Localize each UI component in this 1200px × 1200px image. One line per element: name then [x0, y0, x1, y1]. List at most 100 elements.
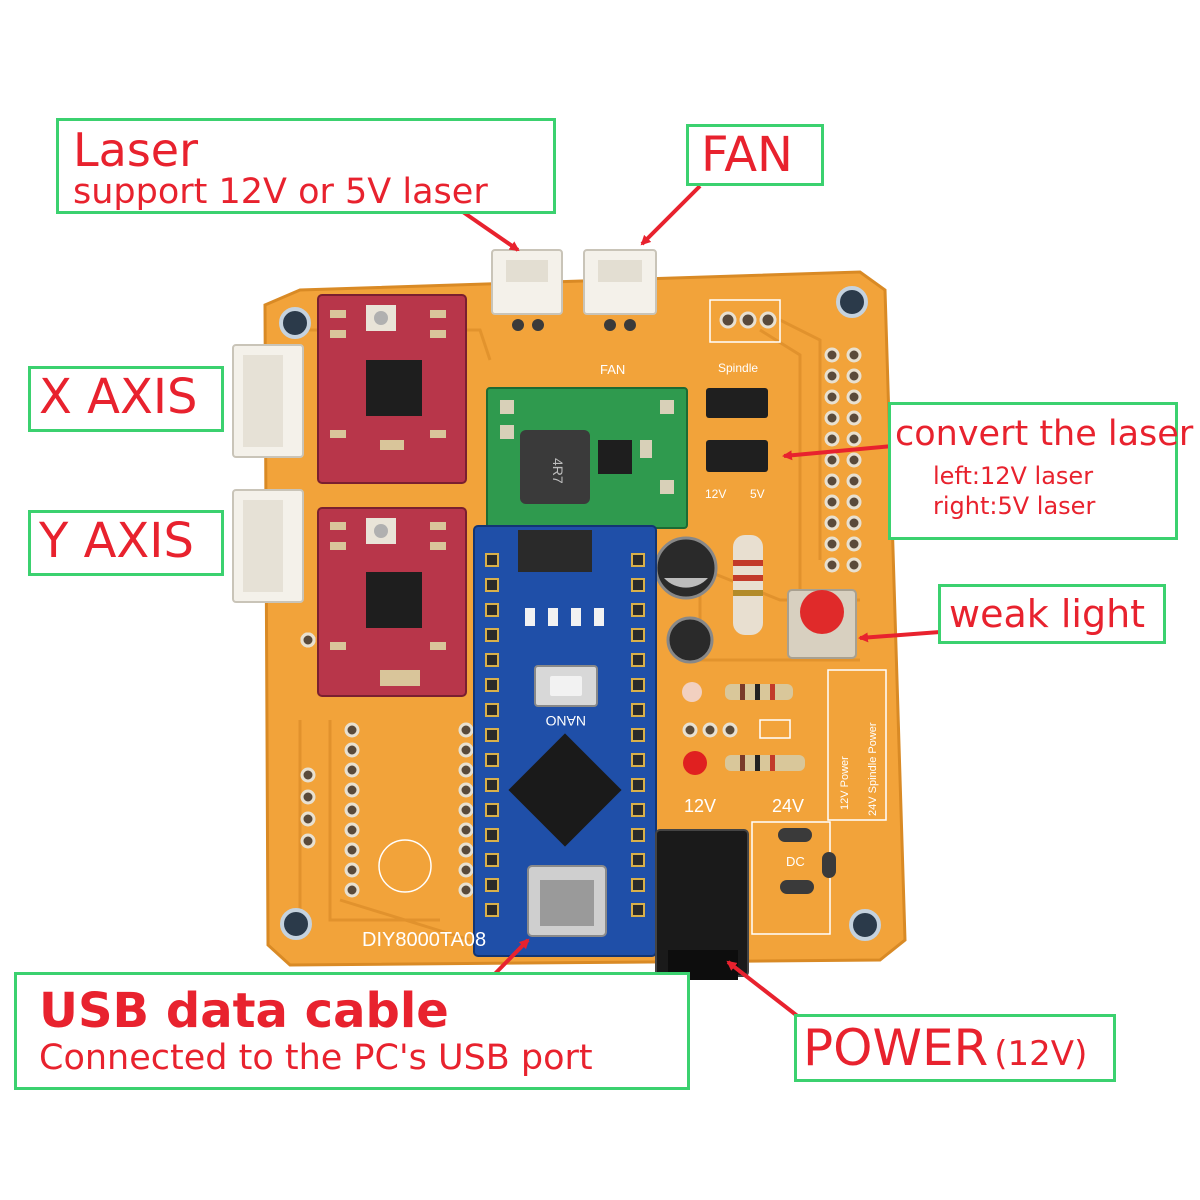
nano-pin: [485, 728, 499, 742]
nano-pin: [631, 628, 645, 642]
header-pin: [846, 452, 862, 468]
nano-pin: [631, 603, 645, 617]
fan-title: FAN: [701, 127, 793, 183]
mounting-hole: [849, 909, 881, 941]
power-callout: POWER(12V): [794, 1014, 1116, 1082]
buck-converter-module: 4R7: [486, 387, 688, 529]
spindle-silkscreen: Spindle: [718, 361, 758, 375]
power-title: POWER: [803, 1019, 989, 1077]
dc-power-jack: 12V 24V DC: [655, 796, 836, 980]
jack-12v-silkscreen: 12V: [684, 796, 716, 816]
usb-subtitle: Connected to the PC's USB port: [39, 1038, 593, 1078]
header-pin: [300, 833, 316, 849]
nano-pin: [631, 828, 645, 842]
header-pin: [458, 862, 474, 878]
weak-light-title: weak light: [949, 592, 1146, 636]
laser-subtitle: support 12V or 5V laser: [73, 172, 488, 212]
header-pin: [344, 862, 360, 878]
header-pin: [344, 802, 360, 818]
nano-pin: [631, 903, 645, 917]
header-pin: [300, 811, 316, 827]
header-pin: [824, 347, 840, 363]
convert-title: convert the laser: [895, 414, 1194, 454]
nano-pin: [631, 653, 645, 667]
header-pin: [458, 882, 474, 898]
header-pin: [824, 536, 840, 552]
nano-pin: [485, 878, 499, 892]
header-pin: [824, 494, 840, 510]
usb-title: USB data cable: [39, 983, 449, 1039]
header-pin: [846, 368, 862, 384]
board-name-silkscreen: DIY8000TA08: [362, 929, 486, 951]
header-pin: [458, 822, 474, 838]
header-pin: [846, 536, 862, 552]
nano-pin: [485, 628, 499, 642]
nano-pin: [485, 778, 499, 792]
power-arrow: [726, 960, 802, 1020]
mounting-hole: [836, 286, 868, 318]
nano-pin: [485, 828, 499, 842]
header-pin: [458, 742, 474, 758]
nano-pin: [631, 878, 645, 892]
weak-light-button: [787, 589, 857, 659]
power-resistor: [733, 535, 763, 635]
arduino-nano-board: NANO: [473, 525, 657, 957]
power-silkscreen: 12V Power 24V Spindle Power: [827, 669, 887, 821]
nano-pin: [631, 853, 645, 867]
weak-light-callout: weak light: [938, 584, 1166, 644]
nano-pin: [485, 903, 499, 917]
laser-title: Laser: [73, 123, 198, 177]
convert-arrow: [782, 444, 894, 461]
dc-silkscreen: DC: [786, 854, 805, 869]
nano-pin-rows: [485, 553, 645, 917]
nano-pin: [485, 853, 499, 867]
power-suffix: (12V): [994, 1034, 1088, 1074]
laser-callout: Laser support 12V or 5V laser: [56, 118, 556, 214]
laser-vcc-12v: 12V: [705, 487, 726, 501]
nano-pin: [485, 678, 499, 692]
nano-pin: [631, 703, 645, 717]
nano-pin: [485, 578, 499, 592]
fan-connector: [583, 249, 657, 331]
x-axis-connector: [232, 344, 304, 458]
header-pin: [824, 557, 840, 573]
electrolytic-capacitor: [666, 616, 714, 664]
nano-pin: [631, 803, 645, 817]
header-pin: [846, 347, 862, 363]
header-pin: [824, 452, 840, 468]
header-pin: [344, 762, 360, 778]
weak-light-arrow: [858, 630, 941, 643]
stepper-driver-x: [317, 294, 467, 484]
header-pin: [846, 410, 862, 426]
y-axis-callout: Y AXIS: [28, 510, 224, 576]
y-axis-title: Y AXIS: [39, 513, 194, 569]
laser-arrow: [461, 210, 520, 252]
z-axis-pin-header: [300, 632, 474, 898]
header-pin: [824, 473, 840, 489]
mounting-hole: [279, 307, 311, 339]
fan-callout: FAN: [686, 124, 824, 186]
nano-pin: [485, 653, 499, 667]
header-pin: [846, 389, 862, 405]
spindle-header: Spindle: [709, 299, 781, 375]
header-pin: [344, 722, 360, 738]
power-24v-silkscreen: 24V Spindle Power: [867, 722, 879, 816]
nano-pin: [485, 753, 499, 767]
nano-pin: [631, 728, 645, 742]
nano-pin: [631, 753, 645, 767]
laser-voltage-jumper: 12V 5V: [705, 388, 768, 501]
header-pin: [344, 882, 360, 898]
nano-pin: [485, 553, 499, 567]
convert-line2: right:5V laser: [933, 492, 1096, 520]
header-pin: [300, 789, 316, 805]
io-pin-header: [824, 347, 862, 573]
electrolytic-capacitor: [654, 536, 718, 600]
header-pin: [846, 557, 862, 573]
x-axis-callout: X AXIS: [28, 366, 224, 432]
nano-pin: [485, 703, 499, 717]
nano-pin: [485, 803, 499, 817]
nano-label: NANO: [545, 713, 586, 729]
stepper-driver-y: [317, 507, 467, 697]
header-pin: [300, 632, 316, 648]
